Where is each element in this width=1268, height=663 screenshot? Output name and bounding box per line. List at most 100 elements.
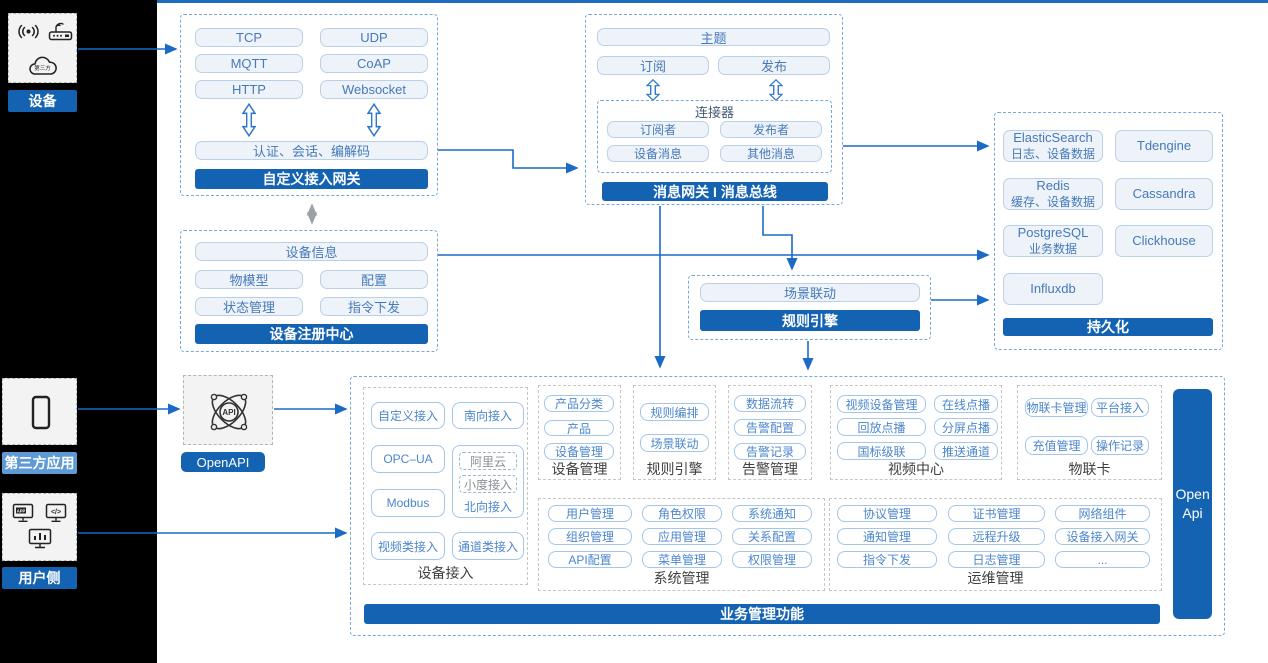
channel-access-item: 通道类接入: [452, 532, 524, 560]
api-config-item: API配置: [548, 551, 632, 568]
persistence-box: [994, 112, 1223, 350]
custom-access-item: 自定义接入: [371, 402, 445, 429]
panel-top-accent-line: [157, 0, 1268, 3]
command-dispatch-item2: 指令下发: [837, 551, 937, 568]
custom-gateway-title-bar: 自定义接入网关: [195, 169, 428, 189]
protocol-http: HTTP: [195, 80, 303, 99]
business-box: [350, 376, 1225, 636]
rule-engine-title-bar: 规则引擎: [700, 310, 920, 331]
iot-card-mgmt-item: 物联卡管理: [1025, 398, 1088, 417]
system-mgmt-section: [538, 498, 825, 591]
permission-mgmt-item: 权限管理: [732, 551, 812, 568]
iot-card-section: [1017, 385, 1162, 480]
device-access-label: 设备接入: [417, 565, 474, 581]
video-device-mgmt-item: 视频设备管理: [837, 395, 926, 413]
chart-monitor-icon: [28, 528, 52, 549]
publish-item: 发布: [718, 56, 830, 75]
product-item: 产品: [544, 420, 614, 436]
persistence-title-bar: 持久化: [1003, 318, 1213, 336]
business-title-bar: 业务管理功能: [364, 604, 1160, 624]
user-mgmt-item: 用户管理: [548, 505, 632, 522]
network-component-item: 网络组件: [1055, 505, 1150, 522]
playback-vod-item: 回放点播: [837, 418, 926, 436]
ops-mgmt-section: [829, 498, 1162, 591]
rule-engine-box: [688, 275, 931, 340]
openapi-label: OpenAPI: [181, 452, 265, 472]
product-category-item: 产品分类: [544, 395, 614, 412]
openapi-icon-box: API: [183, 375, 273, 445]
svg-text:API: API: [222, 408, 235, 417]
platform-access-item: 平台接入: [1091, 398, 1149, 417]
video-access-item: 视频类接入: [371, 532, 445, 560]
custom-gateway-box: [180, 14, 438, 196]
operation-record-item: 操作记录: [1091, 436, 1149, 455]
scene-linkage-item: 场景联动: [700, 283, 920, 302]
alarm-record-item: 告警记录: [734, 443, 806, 460]
store-cassandra: Cassandra: [1115, 178, 1213, 210]
southbound-access-item: 南向接入: [452, 402, 524, 429]
wireless-signal-icon: [18, 24, 39, 39]
third-party-cloud-icon: 第三方: [29, 56, 57, 75]
store-redis: Redis 缓存、设备数据: [1003, 178, 1103, 210]
cert-mgmt-item: 证书管理: [948, 505, 1045, 522]
modbus-item: Modbus: [371, 489, 445, 517]
store-clickhouse: Clickhouse: [1115, 225, 1213, 257]
app-monitor-icon: APP: [12, 503, 34, 522]
iot-card-label: 物联卡: [1068, 461, 1111, 477]
store-postgresql: PostgreSQL 业务数据: [1003, 225, 1103, 257]
more-item: ...: [1055, 551, 1150, 568]
user-side-rail-label: 用户侧: [2, 567, 77, 589]
menu-mgmt-item: 菜单管理: [642, 551, 722, 568]
rule-engine-section: [633, 385, 716, 480]
alarm-mgmt-label: 告警管理: [742, 461, 798, 477]
subscriber-item: 订阅者: [607, 121, 709, 138]
protocol-tcp: TCP: [195, 28, 303, 47]
device-registry-box: [180, 230, 438, 352]
open-api-vertical-bar: Open Api: [1173, 389, 1212, 619]
mobile-phone-icon: [31, 395, 51, 430]
device-mgmt-section: [538, 385, 621, 480]
code-monitor-icon: </>: [45, 503, 67, 522]
message-gateway-title-bar: 消息网关 I 消息总线: [602, 182, 828, 201]
org-mgmt-item: 组织管理: [548, 528, 632, 545]
recharge-mgmt-item: 充值管理: [1025, 436, 1088, 455]
protocol-websocket: Websocket: [320, 80, 428, 99]
protocol-mqtt: MQTT: [195, 54, 303, 73]
publisher-item: 发布者: [720, 121, 822, 138]
subscribe-item: 订阅: [597, 56, 709, 75]
rule-orchestration-item: 规则编排: [640, 403, 709, 421]
relation-config-item: 关系配置: [732, 528, 812, 545]
data-flow-item: 数据流转: [734, 395, 806, 412]
notice-mgmt-item: 通知管理: [837, 528, 937, 545]
system-notice-item: 系统通知: [732, 505, 812, 522]
command-dispatch-item: 指令下发: [320, 297, 428, 316]
device-access-gateway-item: 设备接入网关: [1055, 528, 1150, 545]
device-registry-title-bar: 设备注册中心: [195, 324, 428, 344]
aliyun-item: 阿里云: [459, 452, 517, 470]
message-gateway-box: [585, 14, 843, 205]
connector-title: 连接器: [694, 104, 734, 120]
system-mgmt-label: 系统管理: [653, 570, 710, 586]
app-mgmt-item: 应用管理: [642, 528, 722, 545]
user-side-icon-box: APP </>: [2, 493, 77, 561]
opcua-item: OPC–UA: [371, 445, 445, 473]
log-mgmt-item: 日志管理: [948, 551, 1045, 568]
rule-engine-label: 规则引擎: [646, 461, 703, 477]
alarm-mgmt-section: [728, 385, 812, 480]
protocol-udp: UDP: [320, 28, 428, 47]
role-permission-item: 角色权限: [642, 505, 722, 522]
device-mgmt-item: 设备管理: [544, 443, 614, 460]
store-tdengine: Tdengine: [1115, 130, 1213, 162]
online-vod-item: 在线点播: [934, 395, 998, 413]
device-message-item: 设备消息: [607, 145, 709, 162]
third-party-rail-label: 第三方应用: [2, 452, 77, 474]
splitscreen-vod-item: 分屏点播: [934, 418, 998, 436]
xiaodu-access-item: 小度接入: [459, 475, 517, 493]
third-party-icon-box: [2, 378, 77, 445]
device-rail-label: 设备: [8, 90, 77, 112]
other-message-item: 其他消息: [720, 145, 822, 162]
openapi-atom-icon: API: [210, 393, 248, 431]
alarm-config-item: 告警配置: [734, 419, 806, 436]
video-center-label: 视频中心: [888, 461, 944, 477]
